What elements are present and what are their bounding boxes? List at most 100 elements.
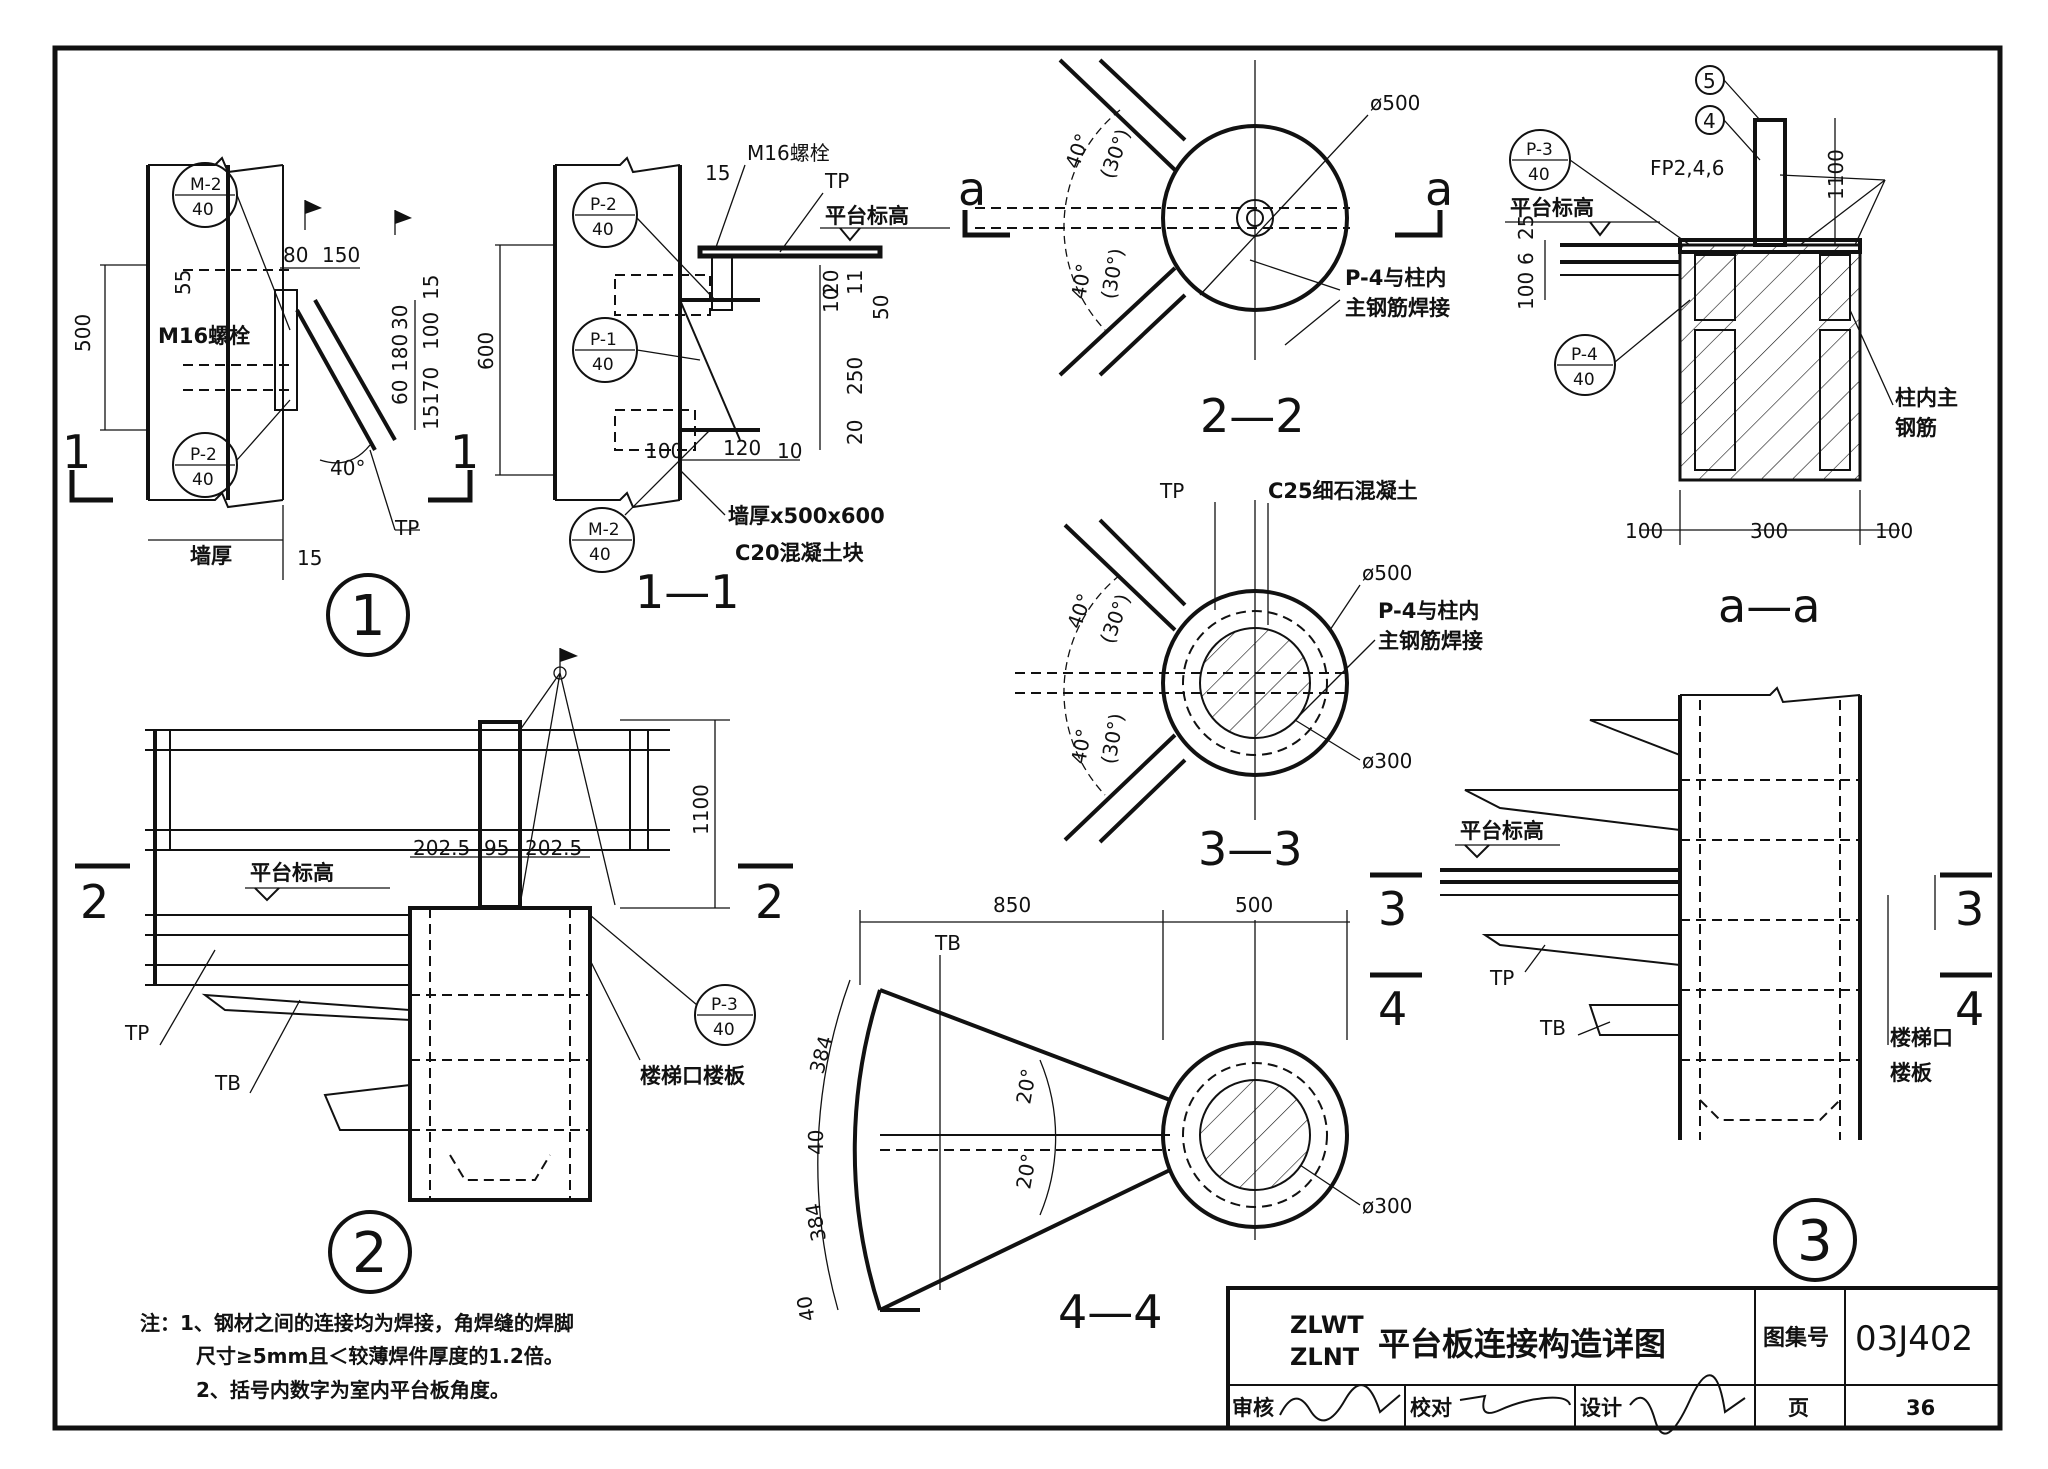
tb-code-1: ZLWT [1290, 1311, 1364, 1339]
v3-open-2: 楼板 [1890, 1061, 1933, 1085]
view-4-4-section: 20° 20° 850 500 TB 384 40 384 40 ø300 4—… [792, 893, 1413, 1339]
v3-title: 3 [1797, 1209, 1833, 1274]
vaa-bubble-p4-top: P-4 [1571, 345, 1598, 365]
v11-plat-label: 平台标高 [825, 204, 909, 228]
v2-bubble-p3-top: P-3 [711, 995, 738, 1015]
vaa-bubble-p3-bot: 40 [1528, 165, 1550, 185]
v11-bubble-p2 [572, 182, 638, 248]
tb-atlas-no: 03J402 [1855, 1319, 1973, 1359]
v33-phi500: ø500 [1362, 561, 1412, 585]
v1-dim-15w: 15 [297, 546, 322, 570]
v3-cut-3-right: 3 [1955, 882, 1984, 936]
v22-cut-a-left: a [958, 162, 986, 216]
v22-angle-40a: 40° [1060, 130, 1095, 172]
v3-cut-4-left: 4 [1378, 982, 1407, 1036]
view-a-a-section: 平台标高 6 25 100 1100 5 4 FP2,4,6 P-3 40 P-… [1505, 65, 1958, 633]
v44-dim-384a: 384 [805, 1033, 838, 1076]
v2-bubble-p3 [694, 984, 756, 1046]
v22-cut-a-right: a [1425, 162, 1453, 216]
v11-bubble-p2-top: P-2 [590, 195, 617, 215]
v2-tb: TB [214, 1071, 241, 1095]
v3-cut-4-right: 4 [1955, 982, 1984, 1036]
v3-cut-3-left: 3 [1378, 882, 1407, 936]
v1-dim-100: 100 [419, 312, 443, 350]
v1-dim-55: 55 [171, 270, 195, 295]
vaa-dim-100a: 100 [1625, 519, 1663, 543]
title-block: ZLWT ZLNT 平台板连接构造详图 图集号 03J402 审核 校对 设计 … [1226, 1286, 2002, 1435]
v11-dim-11: 11 [843, 270, 867, 295]
v22-phi500: ø500 [1370, 91, 1420, 115]
v44-dim-40a: 40 [804, 1130, 828, 1155]
v1-cut-left: 1 [62, 425, 91, 479]
v1-dim-500: 500 [71, 314, 95, 352]
v11-dim-100: 100 [645, 439, 683, 463]
v44-dim-850: 850 [993, 893, 1031, 917]
tb-title: 平台板连接构造详图 [1378, 1325, 1666, 1363]
v11-bubble-p2-bot: 40 [592, 220, 614, 240]
v33-angle-40b: 40° [1066, 727, 1096, 766]
tb-code-2: ZLNT [1290, 1343, 1360, 1371]
v3-plat: 平台标高 [1460, 819, 1544, 843]
view-1-detail: 500 55 80 150 30 180 60 100 170 15 15 M-… [62, 156, 479, 657]
v11-dim-10b: 10 [777, 439, 802, 463]
v1-bubble-m2-top: M-2 [190, 175, 222, 195]
design-signature [1629, 1374, 1746, 1435]
v1-title-bubble [326, 573, 410, 657]
v11-dim-250: 250 [843, 357, 867, 395]
vaa-dim-300: 300 [1750, 519, 1788, 543]
v1-bubble-p2-top: P-2 [190, 445, 217, 465]
tb-check-label: 校对 [1410, 1396, 1452, 1420]
vaa-plat: 平台标高 [1510, 196, 1594, 220]
vaa-bar-2: 钢筋 [1895, 416, 1937, 440]
vaa-column [1678, 243, 1862, 482]
v1-dim-150: 150 [322, 243, 360, 267]
v22-p4-line2: 主钢筋焊接 [1345, 296, 1450, 320]
view-2-elevation: 平台标高 202.5 95 202.5 1100 2 2 P-3 40 TP T… [75, 648, 793, 1294]
v11-block-2: C20混凝土块 [735, 541, 865, 565]
v3-tb: TB [1539, 1016, 1566, 1040]
vaa-bubble-p4-bot: 40 [1573, 370, 1595, 390]
view-3-elevation: 平台标高 TP TB 3 3 4 4 楼梯口 楼板 3 [1370, 686, 1992, 1282]
v2-bubble-p3-bot: 40 [713, 1020, 735, 1040]
v1-cut-right: 1 [450, 425, 479, 479]
v22-title: 2—2 [1200, 389, 1305, 443]
v33-angle-30a: (30°) [1095, 591, 1135, 647]
v11-dim-120: 120 [723, 436, 761, 460]
v44-dim-500: 500 [1235, 893, 1273, 917]
v11-tp: TP [824, 169, 849, 193]
v22-angle-30a: (30°) [1095, 126, 1135, 182]
v2-title: 2 [352, 1221, 388, 1286]
v33-phi300: ø300 [1362, 749, 1412, 773]
v11-dim-10a: 10 [819, 288, 843, 313]
note-1a: 注：1、钢材之间的连接均为焊接，角焊缝的焊脚 [140, 1311, 574, 1335]
v11-dim-50: 50 [869, 295, 893, 320]
v33-angle-40a: 40° [1062, 590, 1097, 632]
tb-design-label: 设计 [1580, 1396, 1622, 1420]
v11-bubble-p1-top: P-1 [590, 330, 617, 350]
v11-bolt-label: M16螺栓 [747, 141, 830, 165]
v44-angle-20a: 20° [1011, 1067, 1041, 1106]
v1-wall: 墙厚 [190, 544, 232, 568]
vaa-bubble-p4 [1554, 334, 1616, 396]
v11-dim-600: 600 [474, 332, 498, 370]
v3-open-1: 楼梯口 [1890, 1026, 1953, 1050]
vaa-dim-100: 100 [1514, 272, 1538, 310]
notes: 注：1、钢材之间的连接均为焊接，角焊缝的焊脚 尺寸≥5mm且＜较薄焊件厚度的1.… [140, 1311, 574, 1402]
v1-tp: TP [394, 516, 419, 540]
v1-title: 1 [350, 584, 386, 649]
v2-tp: TP [124, 1021, 149, 1045]
v3-tp: TP [1489, 966, 1514, 990]
v11-title: 1—1 [635, 565, 740, 619]
vaa-dim-25: 25 [1514, 215, 1538, 240]
v2-cut-left: 2 [80, 875, 109, 929]
view-1-1-section: 平台标高 M16螺栓 TP 15 600 20 10 11 50 250 20 … [474, 141, 950, 619]
v1-dim-60: 60 [388, 380, 412, 405]
vaa-title: a—a [1718, 579, 1820, 633]
review-signature [1279, 1384, 1401, 1422]
v2-open: 楼梯口楼板 [640, 1064, 746, 1088]
v33-angle-30b: (30°) [1096, 711, 1129, 765]
v33-c25: C25细石混凝土 [1268, 479, 1418, 503]
v44-dim-40b: 40 [792, 1294, 820, 1323]
v1-dim-15b: 15 [419, 405, 443, 430]
